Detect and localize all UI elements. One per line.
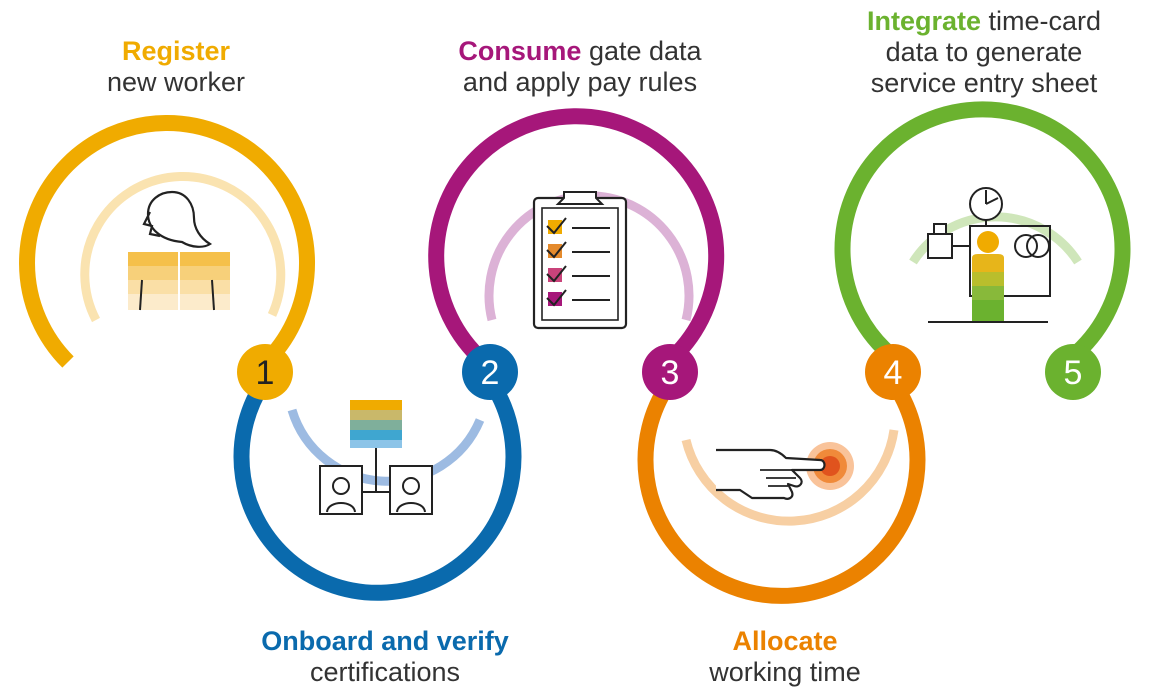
new-worker-icon (128, 190, 230, 311)
step-4-keyword: Allocate (732, 626, 838, 656)
step-1-keyword: Register (121, 36, 231, 66)
step-3-keyword: Consume (458, 36, 582, 66)
step-3-caption: Consume gate data and apply pay rules (420, 36, 740, 98)
org-chart-icon (319, 400, 433, 515)
step-2-number: 2 (481, 354, 500, 392)
checklist-clipboard-icon (532, 191, 628, 330)
step-2-caption: Onboard and verify certifications (220, 626, 550, 688)
step-5-line2: data to generate (885, 37, 1083, 67)
step-5-line3: service entry sheet (870, 68, 1098, 98)
step-2-line2: certifications (309, 657, 461, 687)
step-3-line1-rest: gate data (581, 36, 702, 66)
step-2-badge: 2 (462, 344, 518, 400)
step-4-badge: 4 (865, 344, 921, 400)
step-1-badge: 1 (237, 344, 293, 400)
step-4-caption: Allocate working time (660, 626, 910, 688)
step-5-number: 5 (1064, 354, 1083, 392)
process-integration-icon (927, 187, 1051, 323)
step-1-number: 1 (256, 354, 275, 392)
step-2-ring (233, 380, 522, 601)
step-2-keyword: Onboard and verify (261, 626, 509, 656)
step-5-keyword: Integrate (866, 6, 981, 36)
step-5-badge: 5 (1045, 344, 1101, 400)
step-4-ring (637, 380, 926, 604)
step-1-line2: new worker (106, 67, 246, 97)
step-3-badge: 3 (642, 344, 698, 400)
hand-pressing-button-icon (716, 442, 854, 500)
step-1-caption: Register new worker (56, 36, 296, 98)
step-3-line2: and apply pay rules (462, 67, 698, 97)
step-3-number: 3 (661, 354, 680, 392)
step-4-number: 4 (884, 354, 903, 392)
step-5-line1-rest: time-card (981, 6, 1102, 36)
step-1-ring (19, 115, 316, 368)
step-5-caption: Integrate time-card data to generate ser… (836, 6, 1132, 99)
step-4-line2: working time (709, 657, 861, 687)
